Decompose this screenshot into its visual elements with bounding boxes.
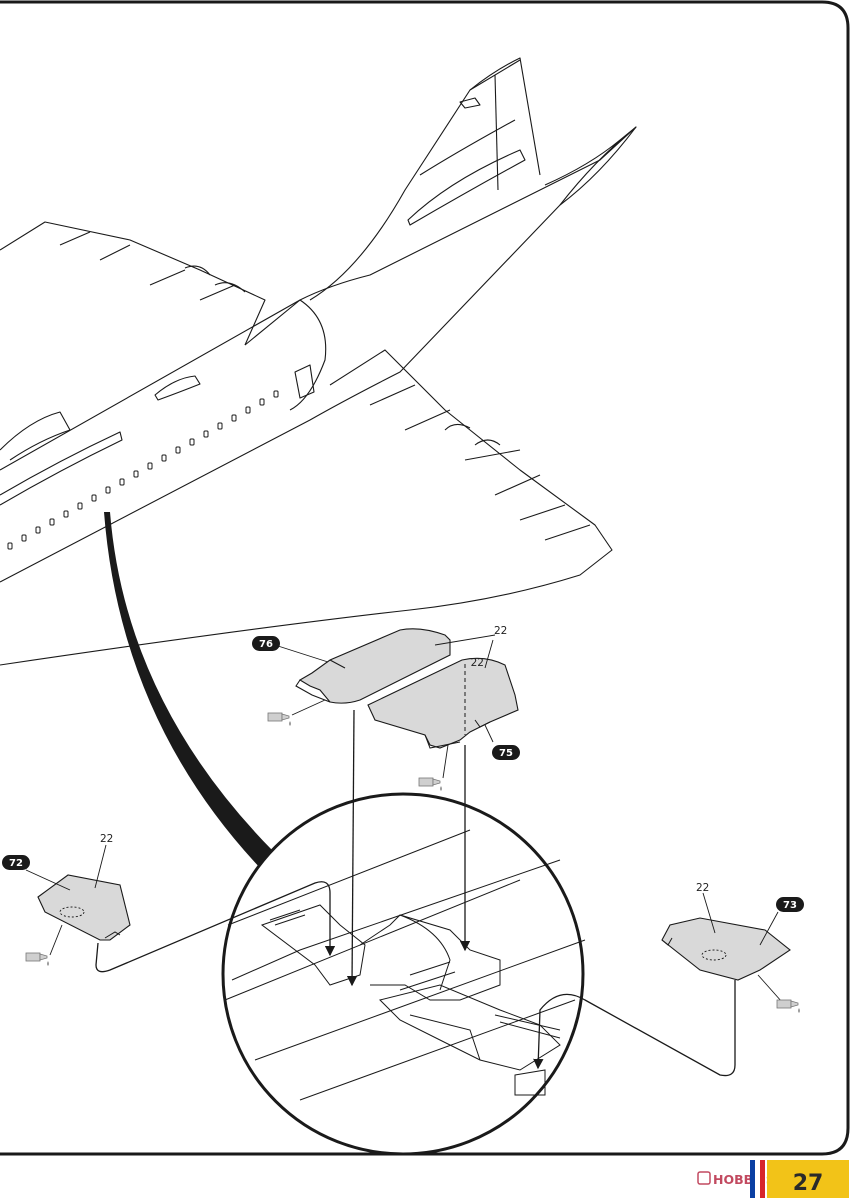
svg-text:75: 75 (499, 748, 513, 759)
part-76 (295, 628, 451, 704)
part-75 (367, 657, 519, 749)
callout-72: 72 (2, 855, 30, 870)
sprue-ref-76: 22 (494, 625, 507, 637)
sprue-ref-73: 22 (696, 882, 709, 894)
glue-tube-icon (25, 952, 49, 966)
callout-73: 73 (776, 897, 804, 912)
arrow-part-72 (95, 881, 336, 973)
zoom-leader (104, 512, 272, 870)
arrow-part-73 (533, 980, 736, 1077)
aircraft-illustration (0, 57, 637, 666)
part-73 (661, 917, 791, 981)
detail-circle (221, 792, 586, 1156)
glue-tube-icon (776, 999, 800, 1013)
cabin-windows (7, 390, 279, 550)
assembly-lines (95, 709, 736, 1077)
part-72 (37, 874, 131, 941)
glue-tube-icon (418, 777, 442, 791)
svg-text:73: 73 (783, 900, 797, 911)
sprue-ref-75: 22 (471, 657, 484, 669)
glue-tube-icon (267, 712, 291, 726)
page-number-badge (767, 1160, 849, 1198)
page-border (0, 0, 850, 1156)
svg-text:72: 72 (9, 858, 23, 869)
svg-text:76: 76 (259, 639, 273, 650)
arrow-part-76 (346, 709, 358, 987)
page-number: 27 (793, 1171, 824, 1196)
footer: HOBBY SEARCH 27 (697, 1160, 849, 1198)
sprue-ref-72: 22 (100, 833, 113, 845)
watermark-logo-icon (697, 1171, 711, 1185)
leader-lines (25, 634, 783, 1003)
flag-stripes (750, 1160, 765, 1198)
callout-75: 75 (492, 745, 520, 760)
callout-76: 76 (252, 636, 280, 651)
